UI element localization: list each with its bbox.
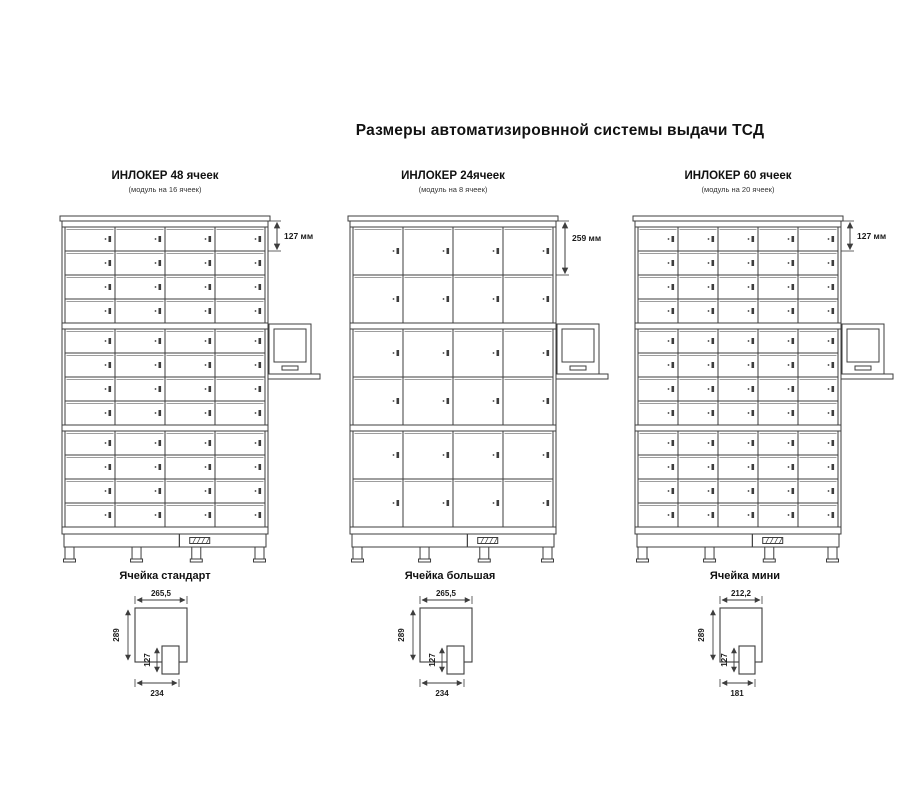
locker-title: ИНЛОКЕР 60 ячеек: [684, 170, 792, 182]
cell-detail-standard: Ячейка стандарт 265,5 289 127 234: [85, 566, 245, 706]
height-dim-label: 289: [697, 628, 706, 642]
bottom-width-dim-label: 234: [150, 689, 164, 698]
locker-subtitle: (модуль на 20 ячеек): [701, 185, 775, 194]
locker-drawing-60: 127 мм: [632, 215, 894, 563]
cell-drawing-standard: 265,5 289 127 234: [112, 589, 188, 698]
cell-step-outline: [738, 645, 756, 675]
cell-title: Ячейка большая: [404, 570, 496, 582]
inner-height-dim-label: 127: [143, 653, 152, 667]
cell-title: Ячейка стандарт: [119, 570, 211, 582]
page-title: Размеры автоматизировнной системы выдачи…: [355, 122, 765, 139]
cell-step-outline: [161, 645, 180, 675]
inner-height-dim-label: 127: [428, 653, 437, 667]
cell-detail-big: Ячейка большая 265,5 289 127 234: [370, 566, 530, 706]
locker-figure-24: ИНЛОКЕР 24ячеек (модуль на 8 ячеек) 259 …: [338, 168, 628, 578]
inner-height-dim-label: 127: [720, 653, 729, 667]
bottom-width-dim-label: 181: [730, 689, 744, 698]
locker-drawing-24: 259 мм: [347, 215, 609, 563]
locker-title: ИНЛОКЕР 24ячеек: [401, 170, 505, 182]
locker-title: ИНЛОКЕР 48 ячеек: [111, 170, 219, 182]
cell-height-dimension-label: 127 мм: [857, 231, 886, 241]
height-dim-label: 289: [397, 628, 406, 642]
cell-title: Ячейка мини: [709, 570, 781, 582]
cell-drawing-big: 265,5 289 127 234: [397, 589, 473, 698]
cabinet-linework: [347, 215, 609, 563]
cell-drawing-mini: 212,2 289 127 181: [697, 589, 763, 698]
locker-figure-60: ИНЛОКЕР 60 ячеек (модуль на 20 ячеек) 12…: [623, 168, 913, 578]
cabinet-linework: [632, 215, 894, 563]
cabinet-linework: [59, 215, 321, 563]
locker-subtitle: (модуль на 16 ячеек): [128, 185, 202, 194]
locker-figure-48: ИНЛОКЕР 48 ячеек (модуль на 16 ячеек) 12…: [50, 168, 340, 578]
height-dim-label: 289: [112, 628, 121, 642]
cell-height-dimension-label: 127 мм: [284, 231, 313, 241]
width-dim-label: 265,5: [151, 589, 172, 598]
width-dim-label: 265,5: [436, 589, 457, 598]
bottom-width-dim-label: 234: [435, 689, 449, 698]
width-dim-label: 212,2: [731, 589, 752, 598]
locker-subtitle: (модуль на 8 ячеек): [418, 185, 488, 194]
cell-detail-mini: Ячейка мини 212,2 289 127 181: [665, 566, 825, 706]
locker-drawing-48: 127 мм: [59, 215, 321, 563]
cell-height-dimension-label: 259 мм: [572, 233, 601, 243]
cell-step-outline: [446, 645, 465, 675]
